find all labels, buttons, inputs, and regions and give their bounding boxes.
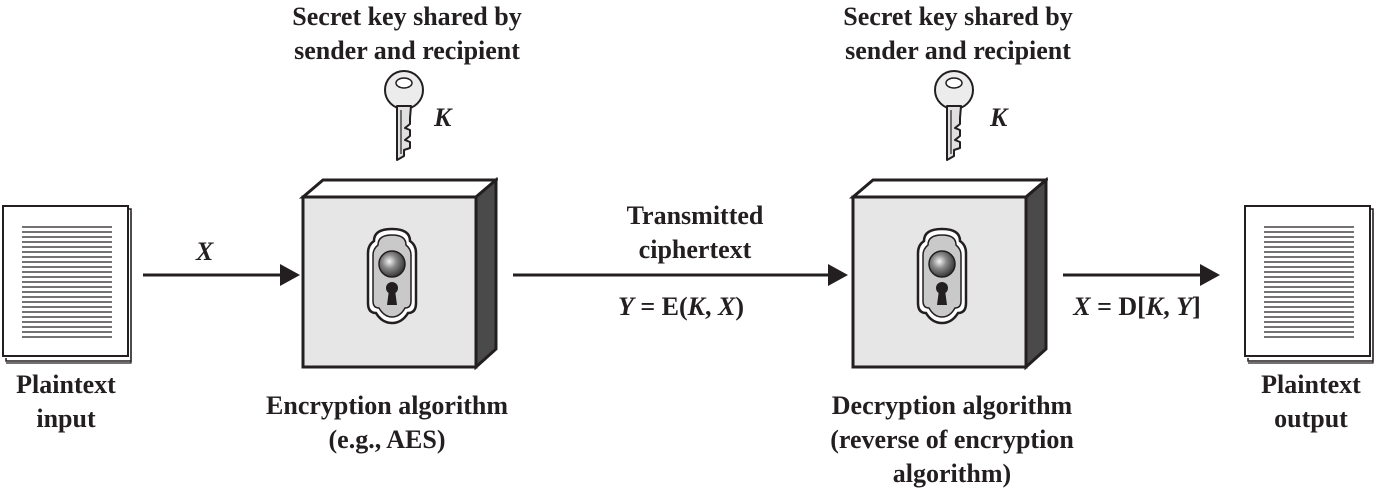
decryption-label-line2: (reverse of encryption bbox=[830, 425, 1074, 454]
ciphertext-equation: Y = E(K, X) bbox=[618, 292, 744, 322]
arrow-input-to-encryption bbox=[143, 264, 300, 286]
right-key-caption-line2: sender and recipient bbox=[845, 36, 1071, 65]
plaintext-output-line1: Plaintext bbox=[1261, 370, 1361, 399]
right-key-icon bbox=[934, 70, 974, 161]
decryption-label: Decryption algorithm (reverse of encrypt… bbox=[830, 389, 1074, 491]
encryption-box-icon bbox=[301, 178, 498, 369]
output-eq-k: K bbox=[1145, 292, 1164, 321]
input-variable: X bbox=[196, 237, 214, 266]
channel-label-line2: ciphertext bbox=[638, 235, 752, 264]
decryption-label-line1: Decryption algorithm bbox=[831, 391, 1073, 420]
right-key-symbol: K bbox=[990, 103, 1008, 132]
left-key-icon bbox=[384, 70, 424, 161]
ciphertext-eq-close: ) bbox=[735, 292, 745, 321]
left-key-caption: Secret key shared by sender and recipien… bbox=[292, 0, 521, 68]
left-key-caption-line2: sender and recipient bbox=[294, 36, 520, 65]
output-eq-comma: , bbox=[1163, 292, 1177, 321]
ciphertext-eq-y: Y bbox=[617, 292, 634, 321]
decryption-label-line3: algorithm) bbox=[892, 459, 1012, 488]
output-eq-x: X bbox=[1073, 292, 1091, 321]
output-eq-y: Y bbox=[1176, 292, 1193, 321]
output-equation: X = D[K, Y] bbox=[1073, 292, 1201, 322]
plaintext-input-line2: input bbox=[36, 404, 96, 433]
plaintext-input-line1: Plaintext bbox=[16, 370, 116, 399]
arrow-decryption-to-output bbox=[1063, 264, 1220, 286]
plaintext-input-document-icon bbox=[2, 205, 132, 364]
ciphertext-eq-k: K bbox=[687, 292, 706, 321]
plaintext-input-label: Plaintext input bbox=[16, 368, 116, 436]
encryption-label-line2: (e.g., AES) bbox=[328, 425, 446, 454]
ciphertext-eq-comma: , bbox=[705, 292, 719, 321]
output-eq-close: ] bbox=[1192, 292, 1201, 321]
encryption-label-line1: Encryption algorithm bbox=[266, 391, 508, 420]
ciphertext-eq-x: X bbox=[718, 292, 736, 321]
left-key-caption-line1: Secret key shared by bbox=[292, 2, 522, 31]
plaintext-output-line2: output bbox=[1274, 404, 1348, 433]
plaintext-output-document-icon bbox=[1244, 205, 1374, 364]
decryption-box-icon bbox=[851, 178, 1048, 369]
encryption-label: Encryption algorithm (e.g., AES) bbox=[266, 389, 508, 457]
plaintext-output-label: Plaintext output bbox=[1261, 368, 1361, 436]
channel-label: Transmitted ciphertext bbox=[627, 199, 764, 267]
channel-label-line1: Transmitted bbox=[626, 201, 764, 230]
left-key-symbol: K bbox=[434, 103, 452, 132]
output-eq-equals: = D[ bbox=[1090, 292, 1146, 321]
right-key-caption-line1: Secret key shared by bbox=[843, 2, 1073, 31]
right-key-caption: Secret key shared by sender and recipien… bbox=[843, 0, 1072, 68]
arrow-ciphertext-channel bbox=[513, 264, 848, 286]
ciphertext-eq-equals: = E( bbox=[633, 292, 688, 321]
